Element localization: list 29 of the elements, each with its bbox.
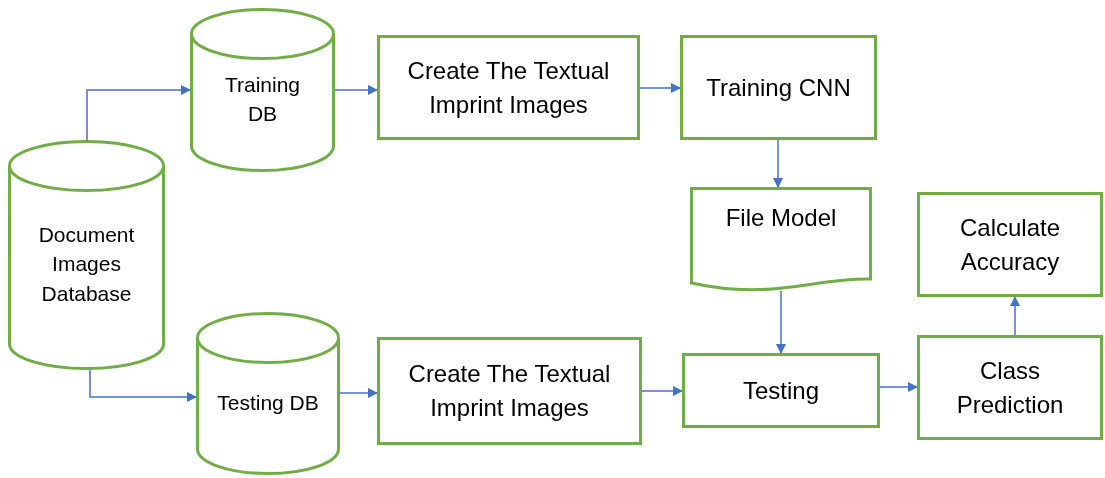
node-label: File Model bbox=[724, 203, 838, 233]
node-label: Training CNN bbox=[705, 72, 852, 103]
arrow bbox=[773, 139, 783, 188]
node-label: Testing bbox=[741, 375, 820, 406]
node-label: Create The Textual Imprint Images bbox=[406, 55, 611, 120]
database-cylinder bbox=[196, 312, 340, 475]
node-label: Training DB bbox=[223, 71, 302, 127]
process-box bbox=[680, 35, 877, 140]
arrow bbox=[776, 290, 786, 354]
node-label: Class Prediction bbox=[955, 355, 1065, 420]
arrow bbox=[639, 83, 681, 93]
arrow bbox=[86, 85, 191, 141]
node-label: Testing DB bbox=[216, 389, 320, 416]
database-cylinder bbox=[190, 8, 335, 172]
process-box bbox=[682, 353, 880, 428]
arrow bbox=[334, 85, 378, 95]
process-box bbox=[917, 335, 1103, 440]
arrow bbox=[1010, 296, 1020, 336]
process-box bbox=[917, 192, 1103, 297]
database-cylinder bbox=[8, 140, 165, 370]
arrow bbox=[879, 382, 918, 392]
node-label: Create The Textual Imprint Images bbox=[407, 359, 612, 423]
process-box bbox=[377, 35, 640, 140]
node-label: Calculate Accuracy bbox=[958, 212, 1062, 277]
arrow bbox=[89, 369, 197, 402]
arrow bbox=[339, 388, 378, 398]
arrow bbox=[641, 386, 683, 396]
process-box bbox=[377, 337, 642, 445]
node-label: Document Images Database bbox=[37, 221, 136, 307]
